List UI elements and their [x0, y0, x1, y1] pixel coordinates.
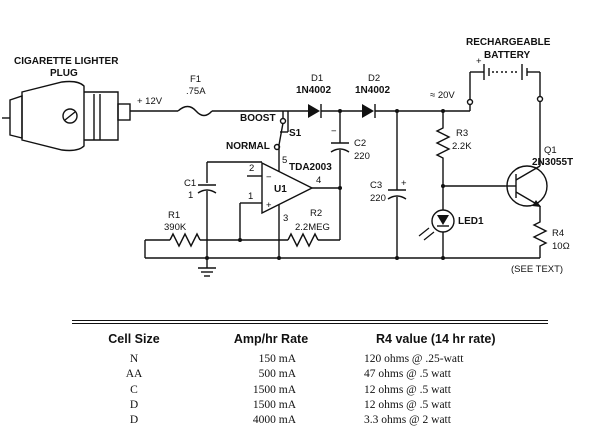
amp-hr-rate: 1500 mA — [252, 398, 296, 411]
u1-minus: − — [266, 172, 272, 183]
r4-value: 10Ω — [552, 241, 570, 252]
q1-name: Q1 — [544, 145, 557, 156]
d2-value: 1N4002 — [355, 85, 390, 96]
u1-part: TDA2003 — [289, 162, 332, 173]
c2-minus: − — [331, 126, 337, 137]
q1-value: 2N3055T — [532, 157, 573, 168]
u1-name: U1 — [274, 184, 287, 195]
rechargeable-battery — [470, 64, 544, 160]
plug-label-1: CIGARETTE LIGHTER — [14, 56, 119, 67]
d1-name: D1 — [311, 73, 323, 84]
c3-value: 220 — [370, 193, 386, 204]
r1-name: R1 — [168, 210, 180, 221]
amp-hr-rate: 4000 mA — [252, 414, 296, 427]
transistor-q1 — [505, 160, 548, 216]
d1-value: 1N4002 — [296, 85, 331, 96]
table-row: D 4000 mA 3.3 ohms @ 2 watt — [72, 413, 548, 428]
diode-d1 — [308, 104, 322, 118]
resistor-r4 — [532, 216, 548, 258]
r3-value: 2.2K — [452, 141, 472, 152]
supply-label: + 12V — [137, 96, 163, 107]
opamp-u1 — [240, 161, 314, 230]
table-header: Cell Size Amp/hr Rate R4 value (14 hr ra… — [72, 332, 548, 346]
pin-5: 5 — [282, 155, 287, 166]
c3-plus: + — [401, 178, 407, 189]
r4-value: 3.3 ohms @ 2 watt — [364, 414, 451, 427]
cell-size: AA — [125, 368, 143, 381]
d2-name: D2 — [368, 73, 380, 84]
ground-symbol — [198, 267, 216, 277]
c3-name: C3 — [370, 180, 382, 191]
c1-value: 1 — [188, 190, 193, 201]
amp-hr-rate: 150 mA — [258, 353, 296, 365]
r4-value: 47 ohms @ .5 watt — [364, 368, 451, 381]
cigarette-lighter-plug — [2, 80, 131, 152]
amp-hr-rate: 500 mA — [258, 368, 296, 381]
c2-name: C2 — [354, 138, 366, 149]
amp-hr-rate: 1500 mA — [252, 383, 296, 396]
battery-plus: + — [476, 56, 482, 67]
cell-size: N — [129, 353, 139, 365]
resistor-r3 — [435, 111, 451, 186]
table-top-rule — [72, 320, 548, 321]
header-cell-size: Cell Size — [108, 332, 160, 346]
r3-name: R3 — [456, 128, 468, 139]
pin-1: 1 — [248, 191, 253, 202]
resistor-r2 — [287, 232, 319, 248]
table-row: N 150 mA 120 ohms @ .25-watt — [72, 352, 548, 367]
r1-value: 390K — [164, 222, 187, 233]
c2-value: 220 — [354, 151, 370, 162]
see-text: (SEE TEXT) — [511, 264, 563, 275]
cell-size: C — [130, 383, 138, 396]
resistor-r1 — [169, 232, 201, 248]
u1-plus: + — [266, 200, 272, 211]
s1-name: S1 — [289, 128, 302, 139]
c1-name: C1 — [184, 178, 196, 189]
table-top-rule-2 — [72, 323, 548, 324]
r4-value: 120 ohms @ .25-watt — [364, 353, 464, 365]
charger-schematic: CIGARETTE LIGHTER PLUG + 12V F1 .75A BOO… — [2, 37, 573, 277]
normal-label: NORMAL — [226, 141, 270, 152]
capacitor-c1 — [197, 184, 217, 258]
battery-label-2: BATTERY — [484, 50, 530, 61]
battery-label-1: RECHARGEABLE — [466, 37, 551, 48]
r4-value: 12 ohms @ .5 watt — [364, 398, 451, 411]
f1-name: F1 — [190, 74, 201, 85]
pin-4: 4 — [316, 175, 321, 186]
r2-value: 2.2MEG — [295, 222, 330, 233]
f1-value: .75A — [186, 86, 206, 97]
pin-2: 2 — [249, 163, 254, 174]
r4-name: R4 — [552, 228, 564, 239]
cell-size: D — [129, 414, 139, 427]
out-voltage: ≈ 20V — [430, 90, 455, 101]
table-row: C 1500 mA 12 ohms @ .5 watt — [72, 383, 548, 398]
table-row: D 1500 mA 12 ohms @ .5 watt — [72, 398, 548, 413]
capacitor-c3 — [387, 111, 407, 258]
r2-name: R2 — [310, 208, 322, 219]
switch-s1 — [273, 122, 288, 162]
diode-d2 — [362, 104, 376, 118]
r4-value: 12 ohms @ .5 watt — [364, 383, 451, 396]
header-amp-hr: Amp/hr Rate — [233, 332, 309, 346]
plug-label-2: PLUG — [50, 68, 78, 79]
capacitor-c2 — [330, 111, 350, 188]
pin-3: 3 — [283, 213, 288, 224]
r4-value-table: Cell Size Amp/hr Rate R4 value (14 hr ra… — [72, 320, 548, 428]
cell-size: D — [129, 398, 139, 411]
led1 — [418, 186, 455, 258]
boost-label: BOOST — [240, 113, 276, 124]
table-row: AA 500 mA 47 ohms @ .5 watt — [72, 367, 548, 382]
led-name: LED1 — [458, 216, 484, 227]
fuse-f1 — [177, 105, 213, 117]
header-r4-value: R4 value (14 hr rate) — [376, 332, 496, 346]
